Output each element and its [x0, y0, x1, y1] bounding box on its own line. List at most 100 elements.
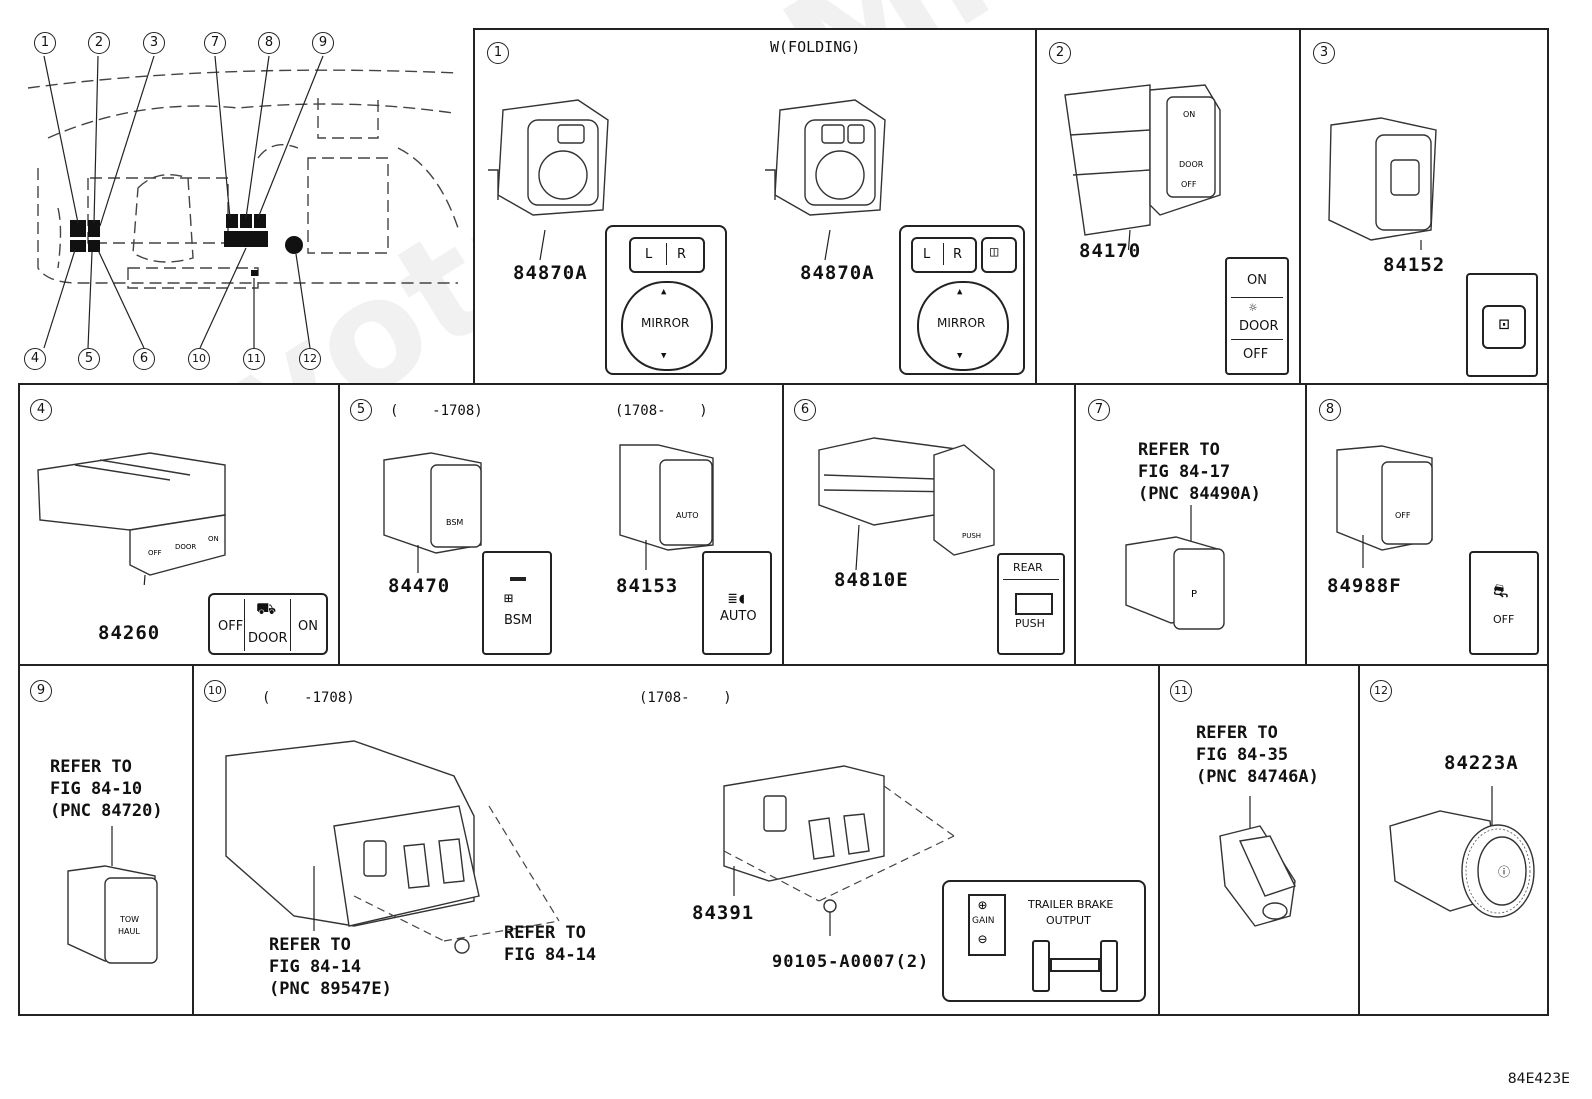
- part-number-84391[interactable]: 84391: [692, 902, 755, 924]
- cross-reference[interactable]: REFER TO FIG 84-10 (PNC 84720): [50, 757, 163, 821]
- svg-text:OFF: OFF: [1181, 180, 1197, 189]
- dome-switch-sketch: ON DOOR OFF: [1064, 84, 1221, 250]
- cell-2: 2 ON DOOR OFF 84170 ON ☼ DOOR OFF: [1035, 28, 1301, 385]
- svg-text:ⓘ: ⓘ: [1498, 865, 1510, 879]
- callout-6[interactable]: 6: [133, 348, 155, 370]
- svg-text:HAUL: HAUL: [118, 927, 140, 936]
- arrow-down-icon: ▼: [661, 351, 667, 361]
- cell-number: 2: [1049, 42, 1071, 64]
- mirror-label: MIRROR: [641, 316, 690, 330]
- right-label: R: [953, 247, 963, 262]
- headlight-level-switch-sketch: [1328, 117, 1437, 250]
- minus-icon: ⊖: [978, 930, 988, 948]
- door-label: DOOR: [248, 631, 288, 646]
- part-number-84223a[interactable]: 84223A: [1444, 752, 1519, 774]
- callout-9[interactable]: 9: [312, 32, 334, 54]
- part-number-84153[interactable]: 84153: [616, 575, 679, 597]
- cell-number: 6: [794, 399, 816, 421]
- date-range-early: ( -1708): [390, 403, 483, 419]
- mirror-pad: ▲ ▼ MIRROR: [621, 281, 713, 371]
- mirror-switch-face-b: L R ◫ ▲ ▼ MIRROR: [899, 225, 1025, 375]
- left-label: L: [645, 247, 653, 262]
- cell-number: 4: [30, 399, 52, 421]
- cell-4: 4 OFF DOOR ON 84260 OFF ⛟ DOOR ON: [18, 383, 340, 666]
- on-label: ON: [298, 619, 318, 634]
- cross-reference-pnc[interactable]: REFER TO FIG 84-14 (PNC 89547E): [269, 935, 392, 999]
- callout-3[interactable]: 3: [143, 32, 165, 54]
- bsm-switch-sketch: BSM: [383, 452, 482, 573]
- gain-adjuster: ⊕ GAIN ⊖: [968, 894, 1006, 956]
- part-number-84470[interactable]: 84470: [388, 575, 451, 597]
- callout-5[interactable]: 5: [78, 348, 100, 370]
- push-label: PUSH: [1015, 617, 1045, 630]
- auto-high-beam-icon: ≣◖: [728, 589, 747, 607]
- variant-title: W(FOLDING): [770, 38, 861, 56]
- callout-12[interactable]: 12: [299, 348, 321, 370]
- callout-1[interactable]: 1: [34, 32, 56, 54]
- svg-text:OFF: OFF: [148, 549, 162, 557]
- svg-text:ON: ON: [1183, 110, 1195, 119]
- cell-8: 8 OFF 84988F ⛐ OFF: [1305, 383, 1549, 666]
- on-label: ON: [1247, 273, 1267, 288]
- cell-number: 1: [487, 42, 509, 64]
- bsm-switch-face: ⊞ BSM: [482, 551, 552, 655]
- cell-3: 3 84152 ⊡: [1299, 28, 1549, 385]
- arrow-down-icon: ▼: [957, 351, 963, 361]
- tow-haul-switch-sketch: TOW HAUL: [67, 826, 158, 964]
- date-range-late: (1708- ): [615, 403, 708, 419]
- cell-7: 7 REFER TO FIG 84-17 (PNC 84490A) P: [1074, 383, 1307, 666]
- right-label: R: [677, 247, 687, 262]
- lr-selector: L R: [629, 237, 705, 273]
- dome-light-icon: ☼: [1249, 301, 1257, 316]
- part-number-84260[interactable]: 84260: [98, 622, 161, 644]
- part-number-84988f[interactable]: 84988F: [1327, 575, 1402, 597]
- cell-number: 8: [1319, 399, 1341, 421]
- rear-door-switch-face: OFF ⛟ DOOR ON: [208, 593, 328, 655]
- auto-label: AUTO: [720, 609, 757, 624]
- trailer-brake-label: TRAILER BRAKE: [1028, 898, 1114, 911]
- svg-text:AUTO: AUTO: [676, 511, 699, 520]
- cell-9: 9 REFER TO FIG 84-10 (PNC 84720) TOW HAU…: [18, 664, 194, 1016]
- callout-11[interactable]: 11: [243, 348, 265, 370]
- traction-control-icon: ⛐: [1493, 581, 1509, 602]
- output-label: OUTPUT: [1046, 914, 1091, 927]
- part-number-84152[interactable]: 84152: [1383, 254, 1446, 276]
- svg-text:OFF: OFF: [1395, 511, 1411, 520]
- gain-label: GAIN: [972, 916, 995, 926]
- callout-2[interactable]: 2: [88, 32, 110, 54]
- fold-button: ◫: [981, 237, 1017, 273]
- cell-number: 11: [1170, 680, 1192, 702]
- svg-text:DOOR: DOOR: [1179, 160, 1204, 169]
- part-number-84870a[interactable]: 84870A: [513, 262, 588, 284]
- rear-window-switch-sketch: PUSH: [818, 437, 995, 571]
- overview-panel: 1 2 3 7 8 9 4 5 6 10 11 12: [18, 28, 473, 384]
- bolt-part-number[interactable]: 90105-A0007(2): [772, 952, 930, 972]
- part-number-84870a-folding[interactable]: 84870A: [800, 262, 875, 284]
- part-number-84170[interactable]: 84170: [1079, 240, 1142, 262]
- mirror-switch-sketch-b: [765, 99, 886, 216]
- callout-7[interactable]: 7: [204, 32, 226, 54]
- callout-10[interactable]: 10: [188, 348, 210, 370]
- callout-8[interactable]: 8: [258, 32, 280, 54]
- date-range-early: ( -1708): [262, 690, 355, 706]
- cell-12: 12 84223A ⓘ: [1358, 664, 1549, 1016]
- cell-6: 6 PUSH 84810E REAR PUSH: [782, 383, 1076, 666]
- date-range-late: (1708- ): [639, 690, 732, 706]
- part-number-84810e[interactable]: 84810E: [834, 569, 909, 591]
- cell-1: 1 W(FOLDING) 84870A 84870A L R ▲: [473, 28, 1037, 385]
- cross-reference[interactable]: REFER TO FIG 84-35 (PNC 84746A): [1196, 723, 1319, 787]
- auto-high-beam-switch-sketch: AUTO: [619, 444, 714, 570]
- arrow-up-icon: ▲: [957, 287, 963, 297]
- callout-4[interactable]: 4: [24, 348, 46, 370]
- rear-door-switch-sketch: OFF DOOR ON: [37, 452, 226, 585]
- mirror-switch-sketch-a: [488, 99, 609, 216]
- engine-start-button-sketch: ⓘ: [1389, 786, 1535, 918]
- mirror-switch-face-a: L R ▲ ▼ MIRROR: [605, 225, 727, 375]
- cell-number: 10: [204, 680, 226, 702]
- trailer-brake-face: ⊕ GAIN ⊖ TRAILER BRAKE OUTPUT: [942, 880, 1146, 1002]
- cross-reference-bolt[interactable]: REFER TO FIG 84-14: [504, 923, 597, 965]
- door-label: DOOR: [1239, 319, 1279, 334]
- cross-reference[interactable]: REFER TO FIG 84-17 (PNC 84490A): [1138, 440, 1261, 504]
- left-label: L: [923, 247, 931, 262]
- manual-brake-lever-icon: [1032, 940, 1118, 992]
